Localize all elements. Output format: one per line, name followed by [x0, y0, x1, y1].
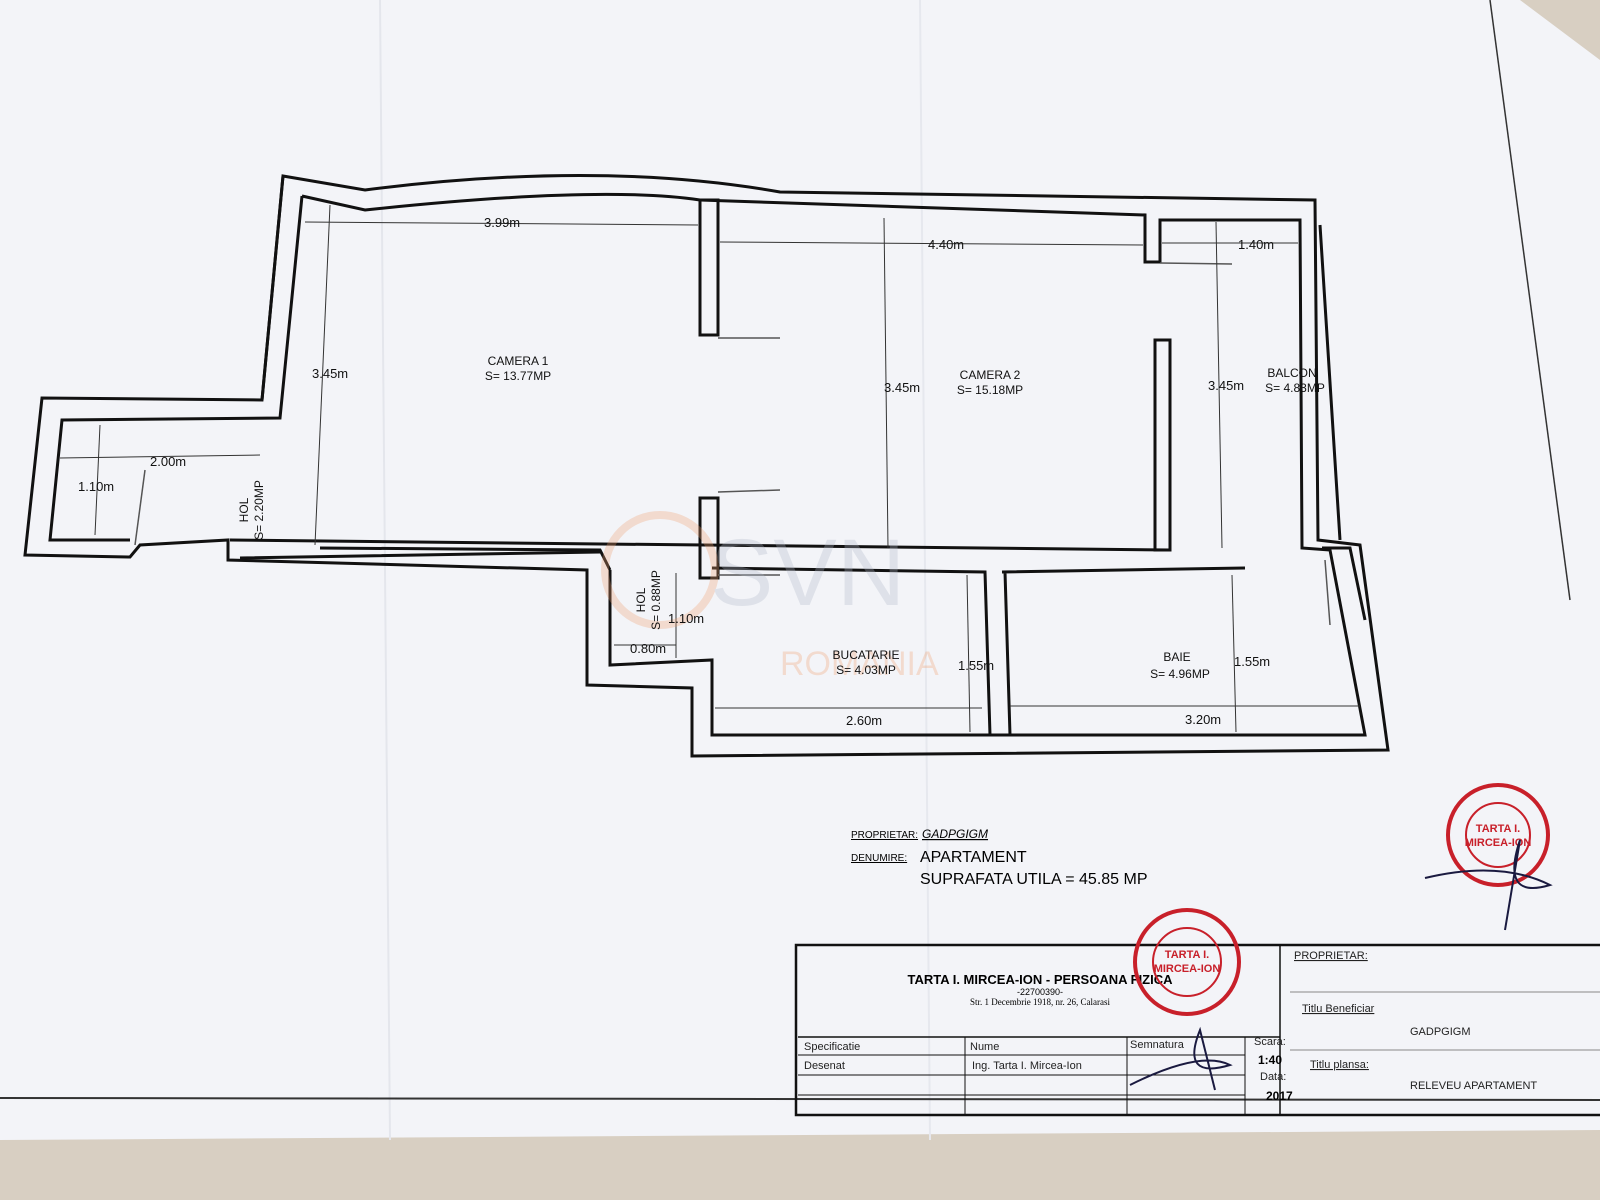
room-hol2-name: HOL — [634, 587, 648, 612]
summary-denumire-value: APARTAMENT — [920, 849, 1027, 866]
row-desenat-name: Ing. Tarta I. Mircea-Ion — [972, 1060, 1082, 1072]
col-semnatura: Semnatura — [1130, 1039, 1185, 1051]
dim-camera2-width: 4.40m — [928, 237, 964, 252]
titlu-plansa-value: RELEVEU APARTAMENT — [1410, 1080, 1537, 1092]
room-bucatarie-area: S= 4.03MP — [836, 663, 896, 677]
dim-baie-width: 3.20m — [1185, 712, 1221, 727]
room-camera2-area: S= 15.18MP — [957, 383, 1023, 397]
room-balcon-name: BALCON — [1267, 366, 1316, 380]
room-balcon-area: S= 4.83MP — [1265, 381, 1325, 395]
company-code: -22700390- — [1017, 987, 1063, 997]
tb-proprietar-label: PROPRIETAR: — [1294, 950, 1368, 962]
dim-bucatarie-width: 2.60m — [846, 713, 882, 728]
row-desenat: Desenat — [804, 1060, 845, 1072]
room-baie-name: BAIE — [1163, 650, 1190, 664]
watermark-logo: SVN ROMANIA — [601, 511, 939, 683]
col-nume: Nume — [970, 1041, 999, 1053]
room-baie-area: S= 4.96MP — [1150, 667, 1210, 681]
summary-proprietar-label: PROPRIETAR: — [851, 830, 918, 841]
dim-camera1-depth: 3.45m — [312, 366, 348, 381]
dim-bucatarie-depth: 1.55m — [958, 658, 994, 673]
dim-balcon-width: 1.40m — [1238, 237, 1274, 252]
dim-hol2-width: 0.80m — [630, 641, 666, 656]
drawing-border — [1489, 0, 1571, 601]
walls — [23, 173, 1390, 758]
dim-hol2-depth: 1.10m — [668, 611, 704, 626]
svg-text:MIRCEA-ION: MIRCEA-ION — [1154, 963, 1221, 975]
room-camera1-name: CAMERA 1 — [488, 354, 549, 368]
room-hol1-name: HOL — [237, 497, 251, 522]
company-name: TARTA I. MIRCEA-ION - PERSOANA FIZICA — [907, 972, 1173, 987]
room-hol2-area: S= 0.88MP — [649, 570, 663, 630]
room-hol1-area: S= 2.20MP — [252, 480, 266, 540]
dim-balcon-depth: 3.45m — [1208, 378, 1244, 393]
watermark-line1: SVN — [710, 520, 905, 626]
door-swings — [134, 262, 1331, 626]
room-camera1-area: S= 13.77MP — [485, 369, 551, 383]
data-label: Data: — [1260, 1071, 1286, 1083]
svg-text:MIRCEA-ION: MIRCEA-ION — [1465, 837, 1532, 849]
title-block: TARTA I. MIRCEA-ION - PERSOANA FIZICA -2… — [794, 943, 1600, 1117]
drawing-border — [0, 1097, 1600, 1101]
signature — [1129, 839, 1553, 1091]
summary-denumire-label: DENUMIRE: — [851, 853, 907, 864]
col-specificatie: Specificatie — [804, 1041, 860, 1053]
titlu-plansa-label: Titlu plansa: — [1310, 1059, 1369, 1071]
room-labels: CAMERA 1 S= 13.77MP CAMERA 2 S= 15.18MP … — [237, 354, 1325, 681]
dim-baie-depth: 1.55m — [1234, 654, 1270, 669]
svg-text:TARTA I.: TARTA I. — [1165, 949, 1209, 961]
company-address: Str. 1 Decembrie 1918, nr. 26, Calarasi — [970, 997, 1110, 1007]
dimension-labels: 3.99m 4.40m 1.40m 3.45m 3.45m 3.45m 2.00… — [78, 215, 1274, 728]
room-camera2-name: CAMERA 2 — [960, 368, 1021, 382]
watermark-line2: ROMANIA — [780, 645, 939, 683]
svg-text:TARTA I.: TARTA I. — [1476, 823, 1520, 835]
plan-summary: PROPRIETAR: GADPGIGM DENUMIRE: APARTAMEN… — [851, 827, 1148, 888]
dim-entry-width: 2.00m — [150, 454, 186, 469]
room-bucatarie-name: BUCATARIE — [833, 648, 900, 662]
paper-fold — [379, 0, 391, 1141]
data-value: 2017 — [1266, 1089, 1293, 1103]
scara-value: 1:40 — [1258, 1053, 1282, 1067]
summary-proprietar-value: GADPGIGM — [922, 827, 988, 841]
dim-entry-depth: 1.10m — [78, 479, 114, 494]
stamp: TARTA I. MIRCEA-ION — [1446, 783, 1550, 887]
titlu-value: GADPGIGM — [1410, 1026, 1471, 1038]
dimension-lines — [59, 204, 1360, 733]
stamp: TARTA I. MIRCEA-ION — [1133, 908, 1241, 1016]
titlu-label: Titlu Beneficiar — [1302, 1003, 1375, 1015]
summary-suprafata: SUPRAFATA UTILA = 45.85 MP — [920, 871, 1148, 888]
dim-camera1-width: 3.99m — [484, 215, 520, 230]
scara-label: Scara: — [1254, 1036, 1286, 1048]
dim-camera2-depth: 3.45m — [884, 380, 920, 395]
